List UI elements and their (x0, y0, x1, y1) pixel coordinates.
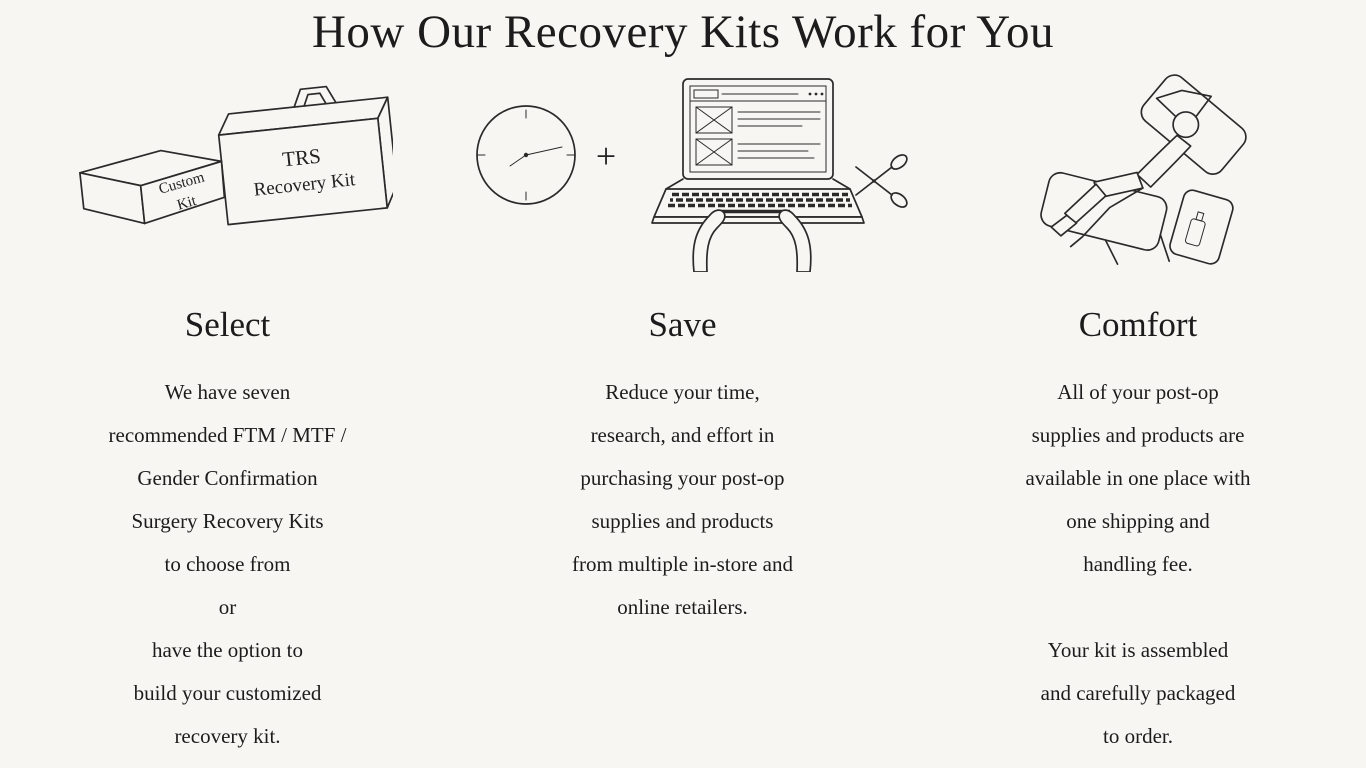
column-heading-comfort: Comfort (1078, 305, 1198, 344)
text-line: We have seven (164, 380, 291, 404)
text-line: or (218, 595, 237, 619)
clock-plus-laptop-icon: + (475, 77, 908, 272)
column-heading-select: Select (184, 305, 271, 344)
plus-sign: + (595, 136, 615, 176)
text-line: research, and effort in (590, 423, 775, 447)
column-text-select: We have seven recommended FTM / MTF / Ge… (0, 371, 455, 758)
trs-recovery-kit-box: TRS Recovery Kit (217, 85, 393, 225)
text-line: Your kit is assembled (1047, 638, 1229, 662)
recovery-kit-boxes-icon: TRS Recovery Kit Custom Kit (78, 85, 393, 225)
reclining-person (1050, 89, 1212, 248)
text-line: Reduce your time, (605, 380, 760, 404)
column-text-comfort: All of your post-op supplies and product… (910, 371, 1366, 758)
laptop-icon (650, 77, 865, 224)
text-line: from multiple in-store and (571, 552, 794, 576)
text-line: recommended FTM / MTF / (108, 423, 347, 447)
text-line: handling fee. (1083, 552, 1193, 576)
text-line: supplies and products are (1031, 423, 1245, 447)
typing-hands (691, 208, 812, 272)
text-line: online retailers. (617, 595, 748, 619)
text-line: one shipping and (1066, 509, 1210, 533)
custom-box-label-2: Kit (175, 192, 199, 213)
column-comfort: Comfort All of your post-op supplies and… (910, 73, 1366, 758)
column-save: + (455, 73, 910, 758)
trs-box-label-1: TRS (281, 143, 322, 171)
text-line: have the option to (151, 638, 304, 662)
clock-icon (475, 104, 576, 205)
column-select: TRS Recovery Kit Custom Kit Select We ha… (0, 73, 455, 758)
text-line: available in one place with (1025, 466, 1251, 490)
custom-kit-box: Custom Kit (78, 149, 225, 224)
text-line: Surgery Recovery Kits (131, 509, 324, 533)
scissors-icon (854, 153, 908, 208)
save-illustration: + (455, 73, 910, 272)
select-illustration: TRS Recovery Kit Custom Kit (0, 73, 455, 265)
text-line: and carefully packaged (1040, 681, 1236, 705)
column-heading-save: Save (648, 305, 717, 344)
text-line (910, 586, 1366, 629)
text-line: recovery kit. (174, 724, 281, 748)
text-line: Gender Confirmation (137, 466, 318, 490)
text-line: to order. (1103, 724, 1173, 748)
text-line: purchasing your post-op (580, 466, 785, 490)
three-column-section: TRS Recovery Kit Custom Kit Select We ha… (0, 73, 1366, 758)
text-line: All of your post-op (1057, 380, 1219, 404)
text-line: to choose from (164, 552, 291, 576)
recliner-person-icon (1040, 74, 1247, 265)
page-title: How Our Recovery Kits Work for You (311, 6, 1055, 58)
column-text-save: Reduce your time, research, and effort i… (455, 371, 910, 629)
comfort-illustration (910, 73, 1366, 265)
text-line: build your customized (133, 681, 322, 705)
text-line: supplies and products (591, 509, 774, 533)
supply-pouch (1169, 189, 1234, 265)
